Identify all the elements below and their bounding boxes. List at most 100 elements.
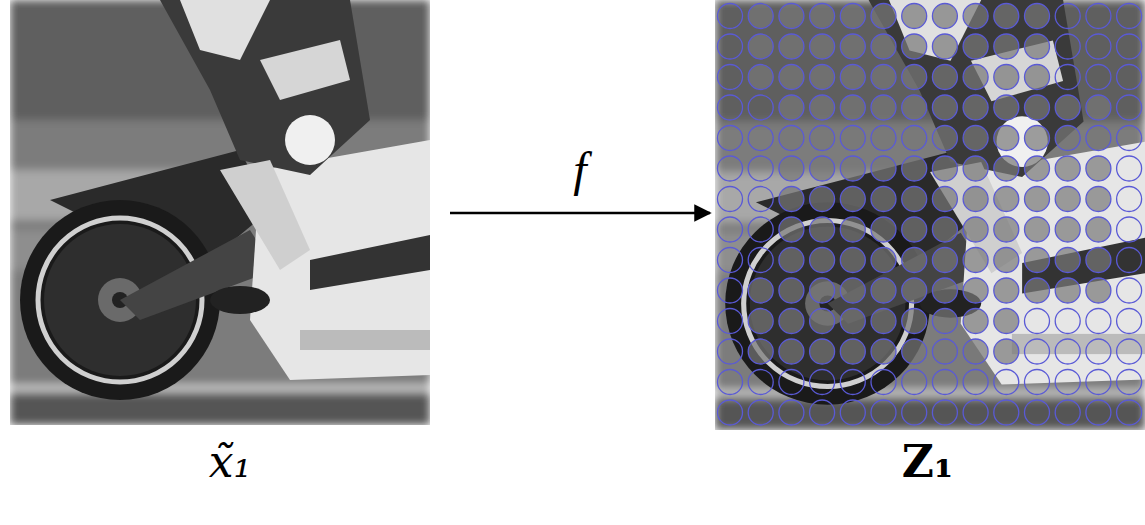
patch-circle xyxy=(779,187,804,212)
patch-circle xyxy=(902,309,927,334)
patch-circle xyxy=(902,339,927,364)
patch-circle xyxy=(994,309,1019,334)
patch-circle xyxy=(1025,339,1050,364)
patch-circle xyxy=(902,278,927,303)
patch-circle xyxy=(871,370,896,395)
patch-circle xyxy=(840,370,865,395)
patch-circle xyxy=(871,309,896,334)
patch-circle xyxy=(871,248,896,273)
patch-circle xyxy=(748,65,773,90)
patch-circle xyxy=(840,34,865,59)
patch-circle xyxy=(1025,126,1050,151)
patch-circle xyxy=(1086,309,1111,334)
feature-image xyxy=(715,0,1145,430)
patch-circle xyxy=(779,126,804,151)
patch-circle xyxy=(932,126,957,151)
patch-circle xyxy=(810,126,835,151)
patch-circle xyxy=(1025,4,1050,29)
patch-circle xyxy=(1117,156,1142,181)
patch-circle xyxy=(994,187,1019,212)
patch-circle xyxy=(1055,95,1080,120)
patch-circle xyxy=(779,34,804,59)
patch-circle xyxy=(871,217,896,242)
patch-circle xyxy=(932,309,957,334)
patch-circle xyxy=(932,95,957,120)
patch-circle xyxy=(1025,278,1050,303)
patch-circle xyxy=(1025,217,1050,242)
patch-circle xyxy=(718,339,743,364)
patch-circle xyxy=(810,400,835,425)
patch-circle xyxy=(810,248,835,273)
patch-circle xyxy=(1086,248,1111,273)
patch-circle xyxy=(748,400,773,425)
patch-circle xyxy=(963,95,988,120)
patch-circle xyxy=(1055,248,1080,273)
patch-circle xyxy=(902,34,927,59)
image-panel: Z₁ xyxy=(710,0,1145,493)
patch-circle xyxy=(718,248,743,273)
patch-circle xyxy=(932,248,957,273)
patch-circle xyxy=(932,34,957,59)
patch-circle xyxy=(779,339,804,364)
patch-circle xyxy=(932,339,957,364)
patch-circle xyxy=(994,34,1019,59)
patch-circle xyxy=(1025,370,1050,395)
patch-circle xyxy=(871,156,896,181)
patch-circle xyxy=(963,248,988,273)
patch-circle xyxy=(932,400,957,425)
patch-circle xyxy=(1117,339,1142,364)
patch-circle xyxy=(748,217,773,242)
patch-circle xyxy=(840,65,865,90)
patch-circle xyxy=(902,95,927,120)
patch-circle xyxy=(748,156,773,181)
patch-circle xyxy=(840,339,865,364)
patch-grid xyxy=(718,4,1142,426)
patch-circle xyxy=(810,217,835,242)
patch-circle xyxy=(902,248,927,273)
patch-circle xyxy=(779,65,804,90)
patch-circle xyxy=(871,65,896,90)
patch-circle xyxy=(1025,156,1050,181)
patch-circle xyxy=(963,370,988,395)
patch-circle xyxy=(902,4,927,29)
patch-circle xyxy=(779,156,804,181)
patch-circle xyxy=(748,34,773,59)
patch-circle xyxy=(1025,95,1050,120)
variable-label: x̃₁ xyxy=(10,436,450,489)
patch-circle xyxy=(1086,400,1111,425)
patch-circle xyxy=(932,65,957,90)
patch-circle xyxy=(1117,95,1142,120)
patch-circle xyxy=(1117,4,1142,29)
patch-circle xyxy=(810,309,835,334)
patch-circle xyxy=(840,4,865,29)
patch-circle xyxy=(1055,187,1080,212)
patch-circle xyxy=(994,248,1019,273)
patch-circle xyxy=(902,400,927,425)
patch-circle xyxy=(718,126,743,151)
patch-circle xyxy=(718,217,743,242)
patch-circle xyxy=(994,370,1019,395)
patch-circle xyxy=(963,339,988,364)
patch-circle xyxy=(932,278,957,303)
patch-circle xyxy=(779,370,804,395)
patch-circle xyxy=(748,4,773,29)
patch-circle xyxy=(718,156,743,181)
patch-circle xyxy=(871,400,896,425)
patch-circle xyxy=(1117,248,1142,273)
patch-circle xyxy=(963,309,988,334)
patch-circle xyxy=(1025,248,1050,273)
patch-circle xyxy=(994,126,1019,151)
patch-circle xyxy=(994,65,1019,90)
patch-circle xyxy=(994,339,1019,364)
mapping-arrow xyxy=(450,212,710,215)
patch-circle xyxy=(840,400,865,425)
patch-circle xyxy=(840,217,865,242)
patch-circle xyxy=(1025,400,1050,425)
patch-circle xyxy=(902,217,927,242)
patch-circle xyxy=(1025,309,1050,334)
patch-circle xyxy=(963,217,988,242)
patch-circle xyxy=(840,95,865,120)
patch-circle xyxy=(718,34,743,59)
patch-circle xyxy=(810,278,835,303)
